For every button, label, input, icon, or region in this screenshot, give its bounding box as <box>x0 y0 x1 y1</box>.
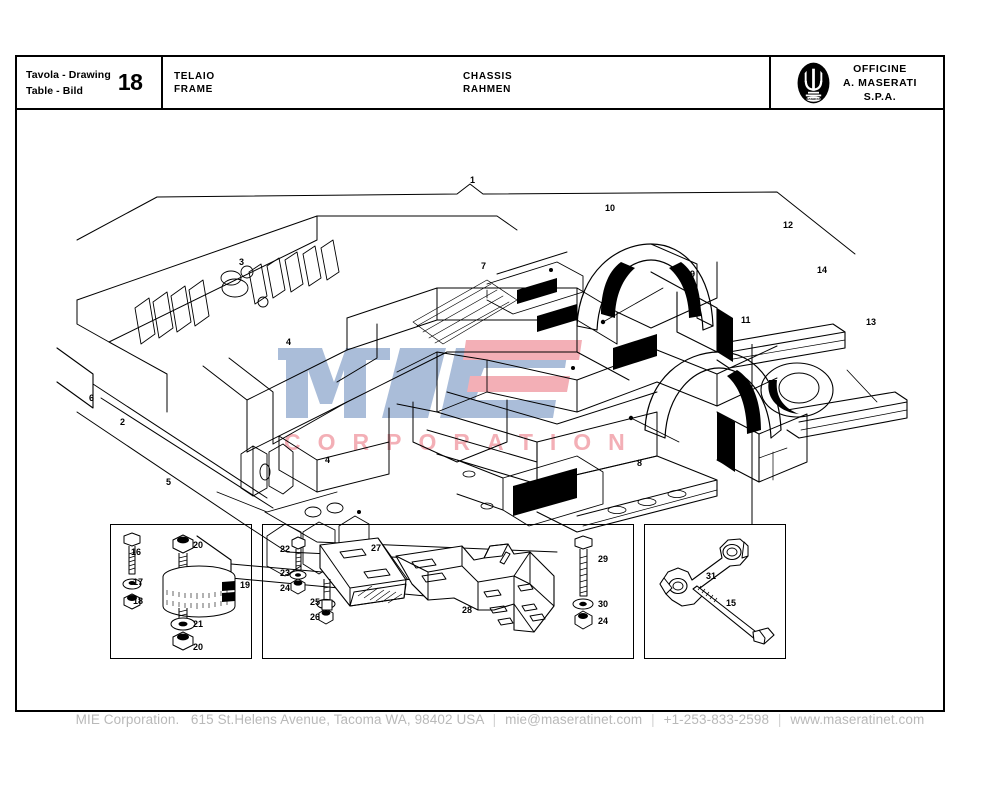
part-name-center: CHASSIS RAHMEN <box>463 70 512 96</box>
detail-callout-21: 21 <box>193 619 204 629</box>
detail-callout-19: 19 <box>240 580 251 590</box>
part-name-left: TELAIO FRAME <box>174 70 215 96</box>
callout-9: 9 <box>690 269 696 279</box>
link-rod-detail-panel <box>644 524 786 659</box>
detail-callout-18: 18 <box>133 596 144 606</box>
part-name-english: FRAME <box>174 83 214 95</box>
callout-2: 2 <box>120 417 126 427</box>
callout-3: 3 <box>239 257 245 267</box>
footer-phone: +1-253-833-2598 <box>663 712 770 727</box>
callout-4-upper: 4 <box>286 337 292 347</box>
maserati-trident-icon: MASERATI <box>797 62 830 104</box>
drawing-label-line2: Table - Bild <box>26 84 84 97</box>
title-block-name-cell: TELAIO FRAME CHASSIS RAHMEN <box>163 57 771 108</box>
callout-13: 13 <box>866 317 877 327</box>
detail-callout-22: 22 <box>280 544 291 554</box>
callout-14: 14 <box>817 265 828 275</box>
footer-company: MIE Corporation. <box>75 712 180 727</box>
detail-callout-27: 27 <box>371 543 382 553</box>
detail-callout-24-right: 24 <box>598 616 609 626</box>
callout-6: 6 <box>89 393 95 403</box>
engine-mount-detail-drawing <box>122 532 236 651</box>
detail-callout-29: 29 <box>598 554 609 564</box>
footer-email[interactable]: mie@maseratinet.com <box>505 712 643 727</box>
detail-callout-23: 23 <box>280 568 291 578</box>
crossmember-bracket-detail-drawing <box>289 535 594 633</box>
detail-callout-16: 16 <box>131 547 142 557</box>
detail-callout-31: 31 <box>706 571 717 581</box>
part-name-rahmen: RAHMEN <box>463 83 512 95</box>
detail-callout-24-left: 24 <box>280 583 291 593</box>
detail-callout-28: 28 <box>462 605 473 615</box>
chassis-drawing-artwork <box>17 112 943 710</box>
footer-website[interactable]: www.maseratinet.com <box>790 712 925 727</box>
part-name-italian: TELAIO <box>174 70 215 82</box>
callout-5: 5 <box>166 477 172 487</box>
drawing-labels: Tavola - Drawing Table - Bild <box>26 67 111 99</box>
footer-separator-1: | <box>492 712 497 727</box>
manufacturer-name: OFFICINE A. MASERATI S.P.A. <box>843 62 917 104</box>
svg-text:MASERATI: MASERATI <box>806 97 821 101</box>
detail-callout-20-top: 20 <box>193 540 204 550</box>
callout-12: 12 <box>783 220 794 230</box>
crossmember-bracket-detail-panel <box>262 524 634 659</box>
link-rod-detail-drawing <box>659 538 775 645</box>
table-number: 18 <box>117 69 143 95</box>
footer-address: 615 St.Helens Avenue, Tacoma WA, 98402 U… <box>190 712 484 727</box>
callout-4-lower: 4 <box>325 455 331 465</box>
title-block-manufacturer-cell: MASERATI OFFICINE A. MASERATI S.P.A. <box>771 57 943 108</box>
callout-1: 1 <box>470 175 476 185</box>
drawing-label-line1: Tavola - Drawing <box>26 68 111 81</box>
callout-10: 10 <box>605 203 616 213</box>
detail-callout-26: 26 <box>310 612 321 622</box>
callout-7: 7 <box>481 261 487 271</box>
footer-separator-2: | <box>651 712 655 727</box>
detail-callout-17: 17 <box>133 577 144 587</box>
manufacturer-line3: S.P.A. <box>863 90 897 103</box>
callout-11: 11 <box>741 315 751 325</box>
detail-callout-25: 25 <box>310 597 321 607</box>
detail-callout-30: 30 <box>598 599 609 609</box>
callout-8: 8 <box>637 458 643 468</box>
part-name-chassis: CHASSIS <box>463 70 513 82</box>
title-block-drawing-cell: Tavola - Drawing Table - Bild 18 <box>17 57 163 108</box>
footer-contact-bar: MIE Corporation. 615 St.Helens Avenue, T… <box>0 712 1000 727</box>
manufacturer-line1: OFFICINE <box>853 62 907 75</box>
footer-separator-3: | <box>777 712 782 727</box>
detail-callout-15: 15 <box>726 598 737 608</box>
engine-mount-detail-panel <box>110 524 252 659</box>
detail-callout-20-bottom: 20 <box>193 642 204 652</box>
manufacturer-line2: A. MASERATI <box>842 76 918 89</box>
title-block: Tavola - Drawing Table - Bild 18 TELAIO … <box>15 55 945 110</box>
